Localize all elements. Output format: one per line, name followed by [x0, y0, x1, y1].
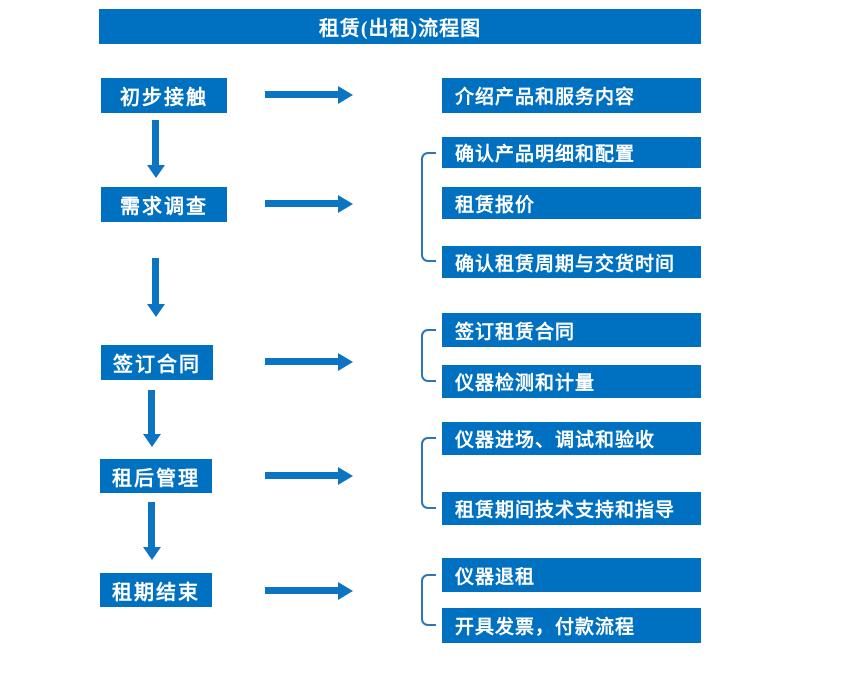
group-bracket [421, 152, 436, 262]
right-arrow-icon [265, 472, 338, 479]
down-arrow-icon [148, 390, 155, 434]
detail-box-sign-rental-contract: 签订租赁合同 [442, 313, 701, 347]
down-arrow-icon [152, 120, 159, 165]
detail-box-confirm-period-delivery: 确认租赁周期与交货时间 [442, 246, 701, 278]
group-bracket [421, 574, 436, 626]
step-box-post-rental-management: 租后管理 [100, 459, 212, 493]
detail-box-tech-support: 租赁期间技术支持和指导 [442, 492, 701, 525]
detail-box-invoice-payment: 开具发票，付款流程 [442, 608, 701, 643]
detail-box-instrument-inspection: 仪器检测和计量 [442, 365, 701, 398]
detail-box-confirm-product-config: 确认产品明细和配置 [442, 137, 701, 168]
flowchart-title: 租赁(出租)流程图 [99, 9, 701, 44]
detail-box-intro-products-services: 介绍产品和服务内容 [442, 78, 701, 113]
detail-box-instrument-setup-acceptance: 仪器进场、调试和验收 [442, 422, 701, 455]
step-box-sign-contract: 签订合同 [101, 345, 213, 380]
right-arrow-icon [265, 358, 338, 365]
step-box-initial-contact: 初步接触 [101, 78, 227, 113]
right-arrow-icon [265, 200, 338, 207]
step-box-rental-end: 租期结束 [100, 573, 212, 607]
group-bracket [421, 329, 436, 382]
group-bracket [421, 437, 436, 509]
detail-box-instrument-return: 仪器退租 [442, 558, 701, 592]
down-arrow-icon [152, 258, 159, 304]
detail-box-rental-quote: 租赁报价 [442, 187, 701, 219]
step-box-demand-survey: 需求调查 [101, 187, 227, 222]
right-arrow-icon [265, 587, 338, 594]
right-arrow-icon [265, 91, 338, 98]
down-arrow-icon [148, 502, 155, 547]
